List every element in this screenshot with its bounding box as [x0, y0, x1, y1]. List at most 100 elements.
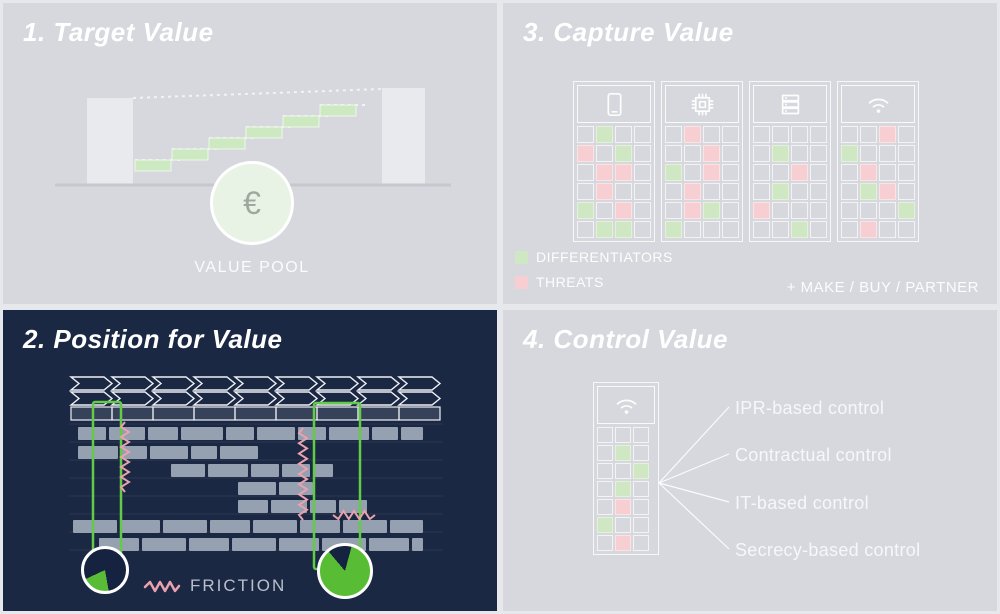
matrix-cell: [596, 164, 613, 181]
matrix-cell: [615, 126, 632, 143]
matrix-cell: [722, 202, 739, 219]
differentiators-swatch: [515, 250, 528, 264]
server-icon: [753, 85, 827, 123]
matrix-column: [749, 81, 831, 242]
matrix-cell: [615, 517, 631, 533]
matrix-cell: [722, 126, 739, 143]
matrix-cell: [703, 164, 720, 181]
matrix-cell: [577, 145, 594, 162]
matrix-cell: [791, 145, 808, 162]
gantt-bars: [73, 427, 423, 551]
matrix-grid: [665, 126, 739, 238]
matrix-cell: [665, 145, 682, 162]
legend-differentiators: DIFFERENTIATORS: [515, 249, 673, 265]
target-value-title: 1. Target Value: [23, 17, 214, 47]
matrix-cell: [615, 221, 632, 238]
value-pool-label: VALUE POOL: [194, 259, 310, 276]
friction-squiggles: [119, 421, 376, 521]
matrix-cell: [898, 221, 915, 238]
matrix-cell: [898, 164, 915, 181]
waterfall-value-steps: [134, 104, 357, 172]
matrix-cell: [684, 126, 701, 143]
matrix-cell: [634, 183, 651, 200]
background-gridlines: [69, 423, 443, 551]
matrix-cell: [596, 202, 613, 219]
control-label: Secrecy-based control: [735, 540, 921, 560]
legend-threats: THREATS: [515, 274, 673, 290]
matrix-cell: [810, 202, 827, 219]
tablet-icon: [577, 85, 651, 123]
matrix-cell: [722, 145, 739, 162]
quadrant-target-value: 1. Target Value: [3, 3, 497, 304]
matrix-column: [593, 382, 659, 555]
matrix-cell: [722, 164, 739, 181]
matrix-cell: [753, 126, 770, 143]
friction-pie-high: [317, 543, 373, 599]
matrix-cell: [597, 463, 613, 479]
friction-legend: FRICTION: [143, 576, 286, 596]
matrix-cell: [684, 221, 701, 238]
matrix-grid: [841, 126, 915, 238]
matrix-cell: [772, 126, 789, 143]
matrix-cell: [615, 183, 632, 200]
matrix-cell: [577, 183, 594, 200]
matrix-cell: [703, 202, 720, 219]
matrix-cell: [665, 202, 682, 219]
euro-symbol: €: [243, 184, 261, 221]
matrix-cell: [810, 126, 827, 143]
matrix-cell: [753, 202, 770, 219]
matrix-cell: [634, 145, 651, 162]
friction-zigzag-icon: [143, 580, 181, 592]
matrix-cell: [684, 164, 701, 181]
process-chevron-bars: [69, 376, 442, 406]
matrix-cell: [577, 202, 594, 219]
matrix-cell: [772, 145, 789, 162]
matrix-cell: [615, 445, 631, 461]
waterfall-chart: [55, 88, 451, 187]
friction-pie-low: [81, 546, 129, 594]
control-label: IT-based control: [735, 493, 869, 513]
matrix-cell: [615, 145, 632, 162]
euro-circle: €: [210, 161, 294, 245]
matrix-cell: [633, 535, 649, 551]
matrix-cell: [879, 183, 896, 200]
control-column: [593, 382, 659, 555]
matrix-cell: [791, 202, 808, 219]
matrix-cell: [753, 183, 770, 200]
matrix-cell: [597, 499, 613, 515]
matrix-cell: [791, 126, 808, 143]
matrix-cell: [684, 183, 701, 200]
matrix-cell: [615, 463, 631, 479]
friction-label: FRICTION: [190, 576, 287, 595]
threats-swatch: [515, 275, 528, 289]
matrix-cell: [597, 517, 613, 533]
matrix-cell: [597, 445, 613, 461]
matrix-cell: [860, 126, 877, 143]
matrix-cell: [703, 145, 720, 162]
matrix-cell: [810, 145, 827, 162]
matrix-cell: [633, 481, 649, 497]
differentiators-label: DIFFERENTIATORS: [536, 249, 673, 265]
matrix-cell: [684, 202, 701, 219]
matrix-cell: [665, 221, 682, 238]
matrix-cell: [860, 221, 877, 238]
matrix-cell: [841, 202, 858, 219]
matrix-column: [837, 81, 919, 242]
matrix-cell: [753, 221, 770, 238]
matrix-cell: [633, 445, 649, 461]
matrix-cell: [898, 145, 915, 162]
matrix-cell: [791, 164, 808, 181]
matrix-cell: [841, 164, 858, 181]
quadrant-position-for-value: 2. Position for Value FRICTION: [3, 310, 497, 611]
make-buy-partner-note: + MAKE / BUY / PARTNER: [786, 279, 979, 296]
capture-columns: [573, 81, 919, 242]
matrix-cell: [577, 126, 594, 143]
matrix-grid: [597, 427, 655, 551]
matrix-cell: [684, 145, 701, 162]
matrix-cell: [860, 202, 877, 219]
matrix-cell: [596, 221, 613, 238]
capture-value-title: 3. Capture Value: [523, 17, 734, 47]
matrix-cell: [753, 164, 770, 181]
